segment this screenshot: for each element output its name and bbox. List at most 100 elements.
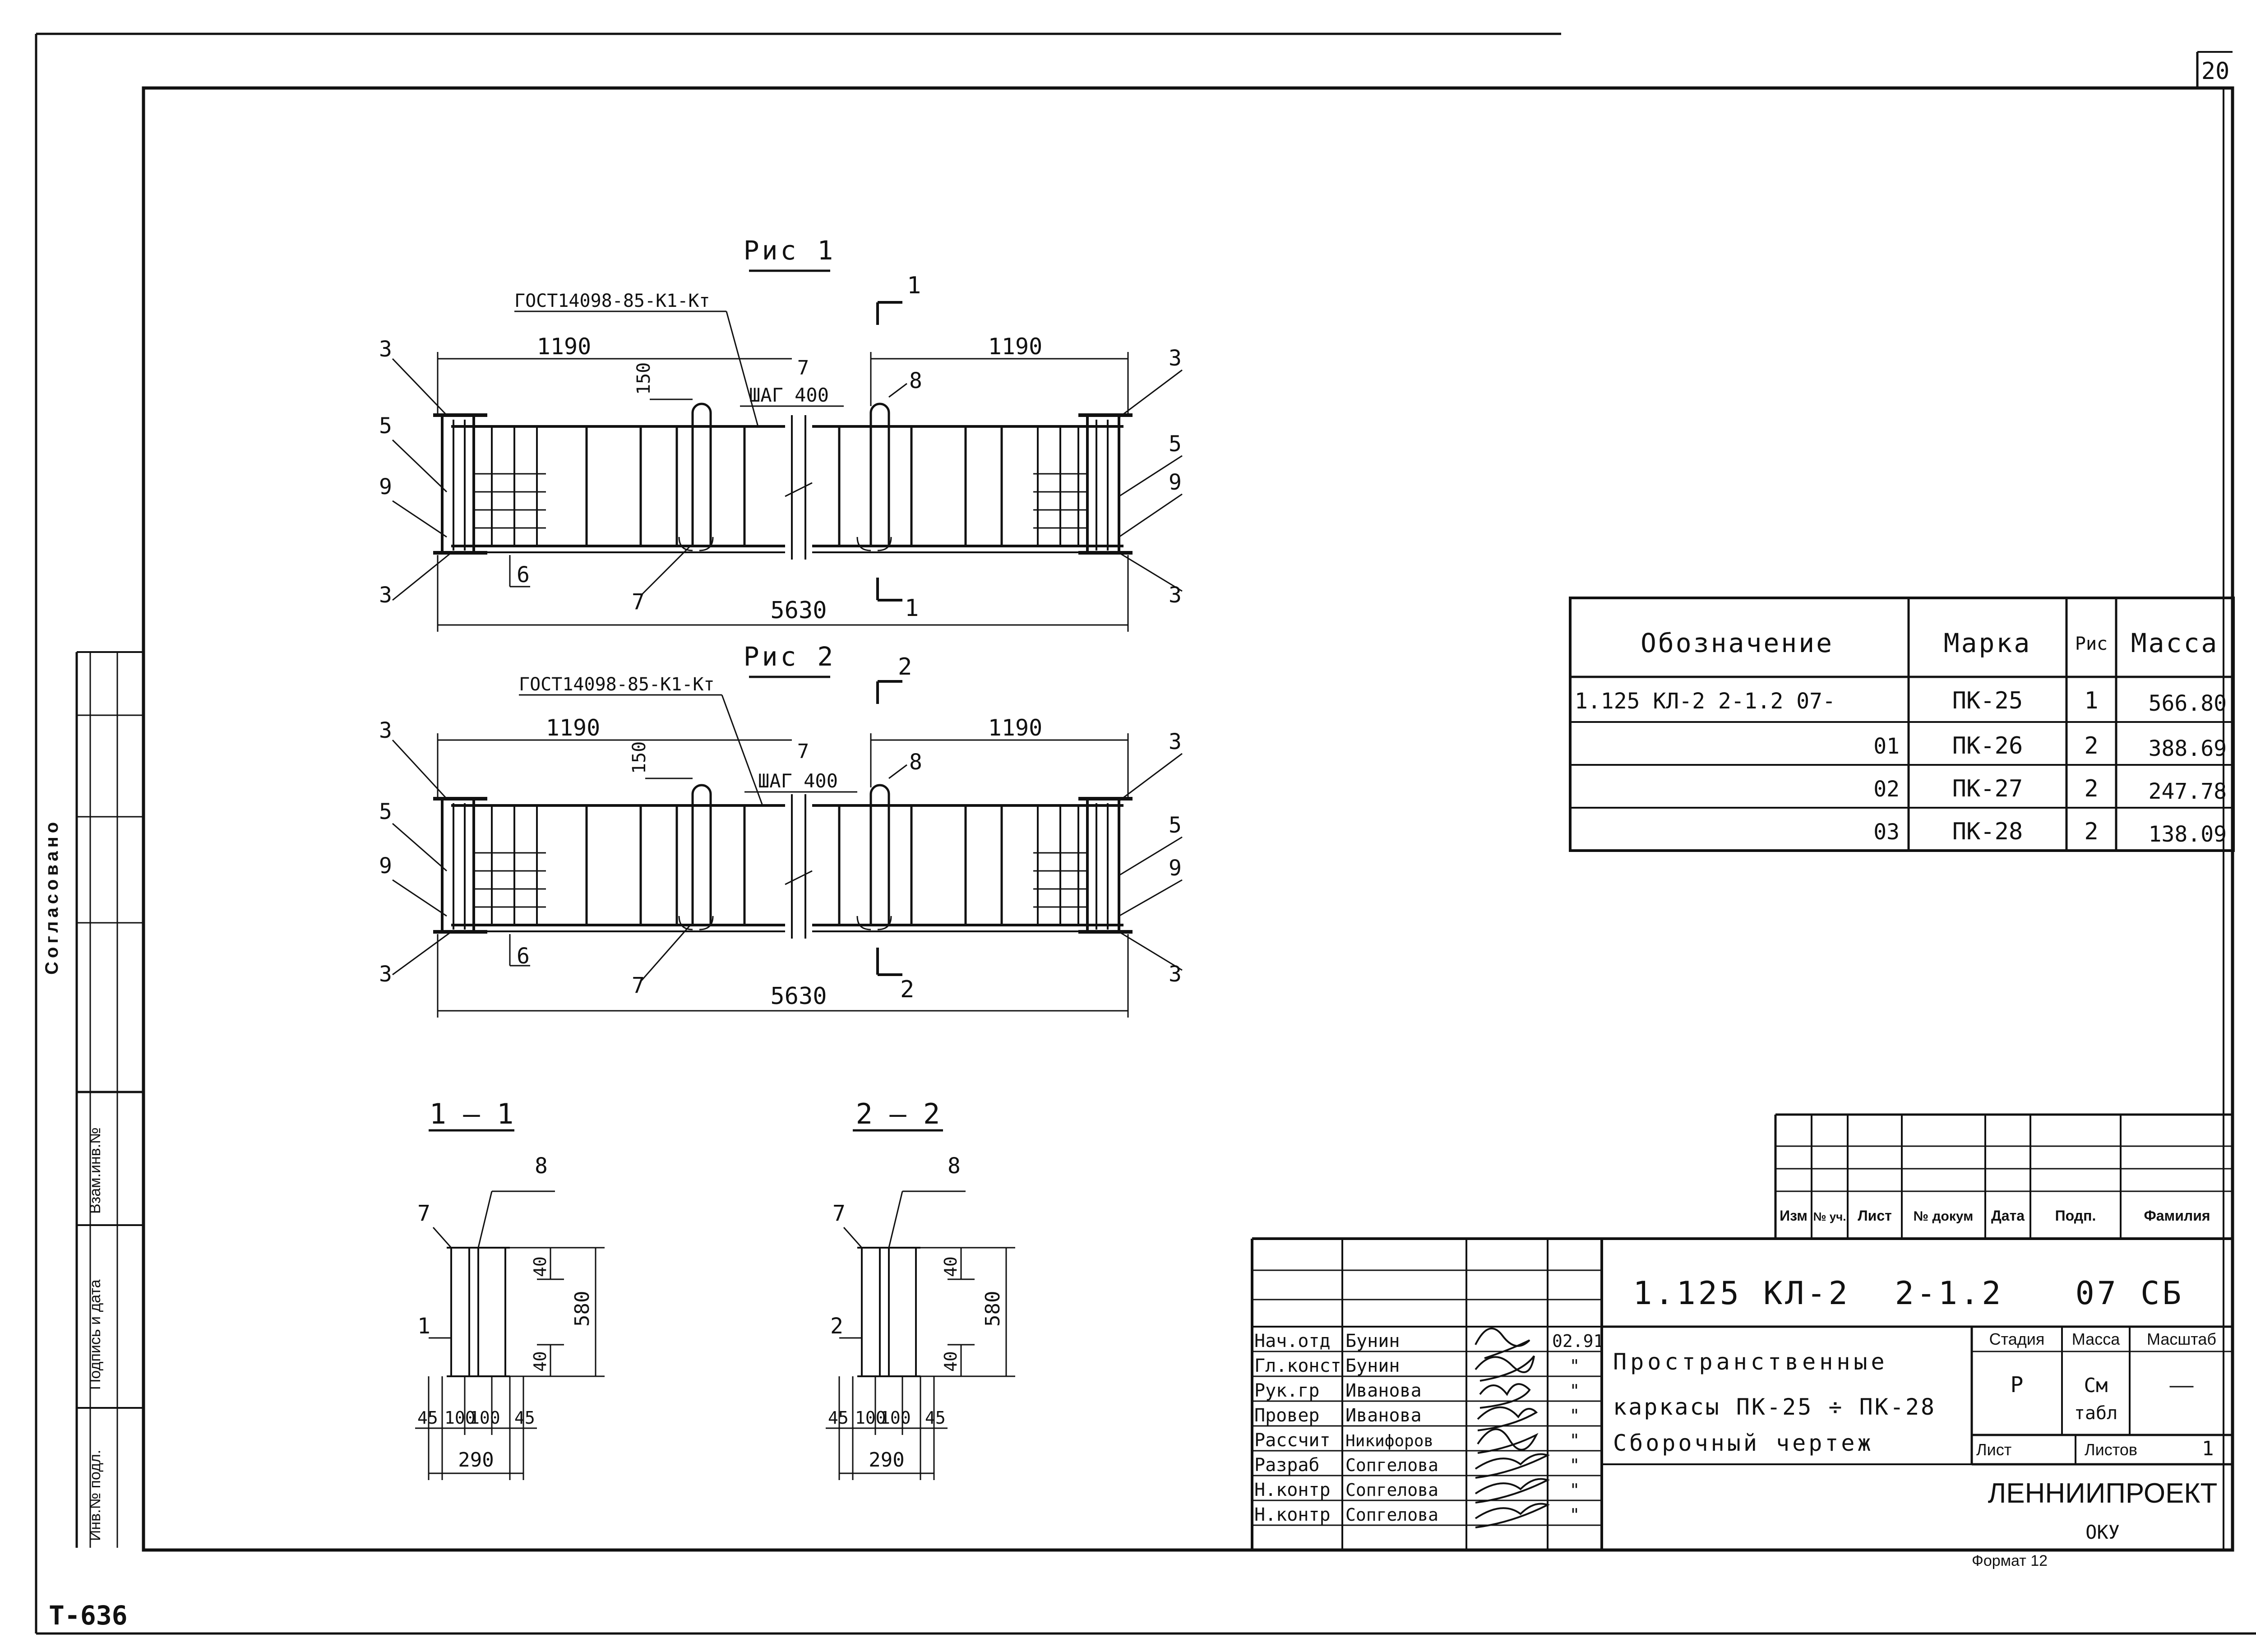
figure-2-callout-9a: 9 [379,853,392,879]
section-1-title: 1 — 1 [430,1097,514,1130]
spec-row-2-fig: 2 [2084,732,2098,759]
figure-1-callout-9b: 9 [1169,470,1182,495]
figure-1-gost: ГОСТ14098-85-К1-Кт [514,291,710,311]
name-7: Сопгелова [1345,1480,1438,1500]
role-5: Рассчит [1254,1430,1331,1451]
figure-2-dim-right: 1190 [988,715,1042,741]
approval-strip [75,651,143,1548]
figure-1-cut-top: 1 [907,272,921,299]
spec-row-2-mass: 388.69 [2149,736,2227,761]
figure-2-dim-left: 1190 [546,715,600,741]
spec-row-2-mark: ПК-26 [1952,732,2023,759]
organization-dept: ОКУ [2085,1521,2120,1543]
figure-1-geometry [392,269,1183,632]
date-ditto-5: " [1570,1430,1580,1450]
figure-2-callout-9b: 9 [1169,856,1182,881]
spec-row-4-designation: 03 [1873,819,1900,845]
name-5: Никифоров [1345,1432,1433,1450]
scale-header: Масштаб [2147,1330,2216,1348]
figure-2-title: Рис 2 [744,641,836,672]
name-3: Иванова [1345,1380,1422,1401]
figure-1-callout-3b: 3 [379,583,392,608]
name-8: Сопгелова [1345,1505,1438,1525]
figure-2-callout-3c: 3 [1169,729,1182,754]
mass-value-a: См [2084,1374,2108,1397]
figure-1-callout-9a: 9 [379,474,392,500]
spec-header-mark: Марка [1944,628,2032,658]
section-1-callout-7: 7 [417,1201,430,1226]
title-line-1: Пространственные [1613,1349,1888,1375]
spec-row-3-mark: ПК-27 [1952,775,2023,802]
figure-2-callout-6: 6 [517,944,530,969]
figure-1-callout-5a: 5 [379,413,392,439]
figure-1-dim-total: 5630 [770,597,827,624]
spec-row-1-designation: 1.125 КЛ-2 2-1.2 07- [1575,689,1835,714]
rev-header-izm: Изм [1780,1208,1808,1224]
sheets-header: Листов [2085,1440,2137,1459]
figure-2-cut-bottom: 2 [900,976,914,1003]
date-ditto-8: " [1570,1505,1580,1525]
section-2-dim-100a: 100 [855,1408,886,1428]
sheet-number: 20 [2201,58,2230,85]
date-ditto-4: " [1570,1406,1580,1425]
inv-orig-label: Инв.№ подл. [87,1450,104,1541]
section-1-dim-100a: 100 [444,1408,476,1428]
spec-header-fig: Рис [2075,634,2108,654]
section-2-dim-100b: 100 [880,1408,911,1428]
spec-row-4-mass: 138.09 [2149,822,2227,847]
section-2-dim-580: 580 [981,1291,1004,1327]
doc-code-c: 07 СБ [2076,1275,2184,1312]
section-2-dim-45a: 45 [828,1408,849,1428]
figure-2-step: ШАГ 400 [758,770,838,792]
rev-header-name: Фамилия [2144,1208,2210,1224]
section-2-callout-7: 7 [832,1201,846,1226]
figure-1-callout-5b: 5 [1169,431,1182,457]
section-2-dim-40a: 40 [941,1256,961,1277]
sheets-value: 1 [2202,1437,2214,1460]
signature-date-label: Подпись и дата [87,1279,104,1390]
section-1-dim-580: 580 [571,1291,594,1327]
title-line-2: каркасы ПК-25 ÷ ПК-28 [1613,1394,1936,1420]
section-2-dim-45b: 45 [925,1408,946,1428]
figure-1-callout-3a: 3 [379,337,392,362]
section-2-dim-40b: 40 [941,1351,961,1372]
role-8: Н.контр [1254,1504,1331,1525]
date-ditto-7: " [1570,1480,1580,1500]
figure-1-dim-left: 1190 [537,333,591,360]
spec-row-4-fig: 2 [2084,818,2098,845]
figure-2-callout-3d: 3 [1169,962,1182,987]
doc-code-b: 2-1.2 [1895,1275,2004,1312]
figure-1-step-7: 7 [797,356,809,379]
section-1-dim-45a: 45 [417,1408,438,1428]
section-1-dim-290: 290 [458,1448,494,1472]
doc-code-a: 1.125 КЛ-2 [1633,1275,1850,1312]
name-1: Бунин [1345,1331,1400,1351]
stage-value: Р [2011,1372,2024,1397]
spec-table [1569,597,2235,852]
role-3: Рук.гр [1254,1380,1320,1401]
spec-row-1-fig: 1 [2084,687,2098,714]
date-ditto-2: " [1570,1356,1580,1376]
spec-row-3-designation: 02 [1873,777,1900,802]
figure-2-dim-150: 150 [629,741,650,774]
role-6: Разраб [1254,1455,1320,1476]
section-1-callout-pos: 1 [417,1314,430,1339]
section-1-dim-100b: 100 [469,1408,500,1428]
role-1: Нач.отд [1254,1331,1331,1351]
figure-1-cut-bottom: 1 [905,595,919,622]
figure-1-title: Рис 1 [744,235,836,266]
figure-1-step: ШАГ 400 [749,384,829,406]
figure-1-callout-3d: 3 [1169,583,1182,608]
date-ditto-6: " [1570,1455,1580,1475]
figure-2-geometry [392,676,1183,1018]
section-1-dim-40b: 40 [530,1351,550,1372]
rev-header-uch: № уч. [1813,1210,1846,1223]
section-1-geometry [415,1129,605,1480]
figure-2-cut-top: 2 [898,653,912,680]
spec-row-1-mark: ПК-25 [1952,687,2023,714]
figure-2-callout-8: 8 [909,750,922,775]
rev-header-date: Дата [1991,1208,2025,1224]
spec-row-4-mark: ПК-28 [1952,818,2023,845]
format-label: Формат 12 [1972,1552,2048,1569]
